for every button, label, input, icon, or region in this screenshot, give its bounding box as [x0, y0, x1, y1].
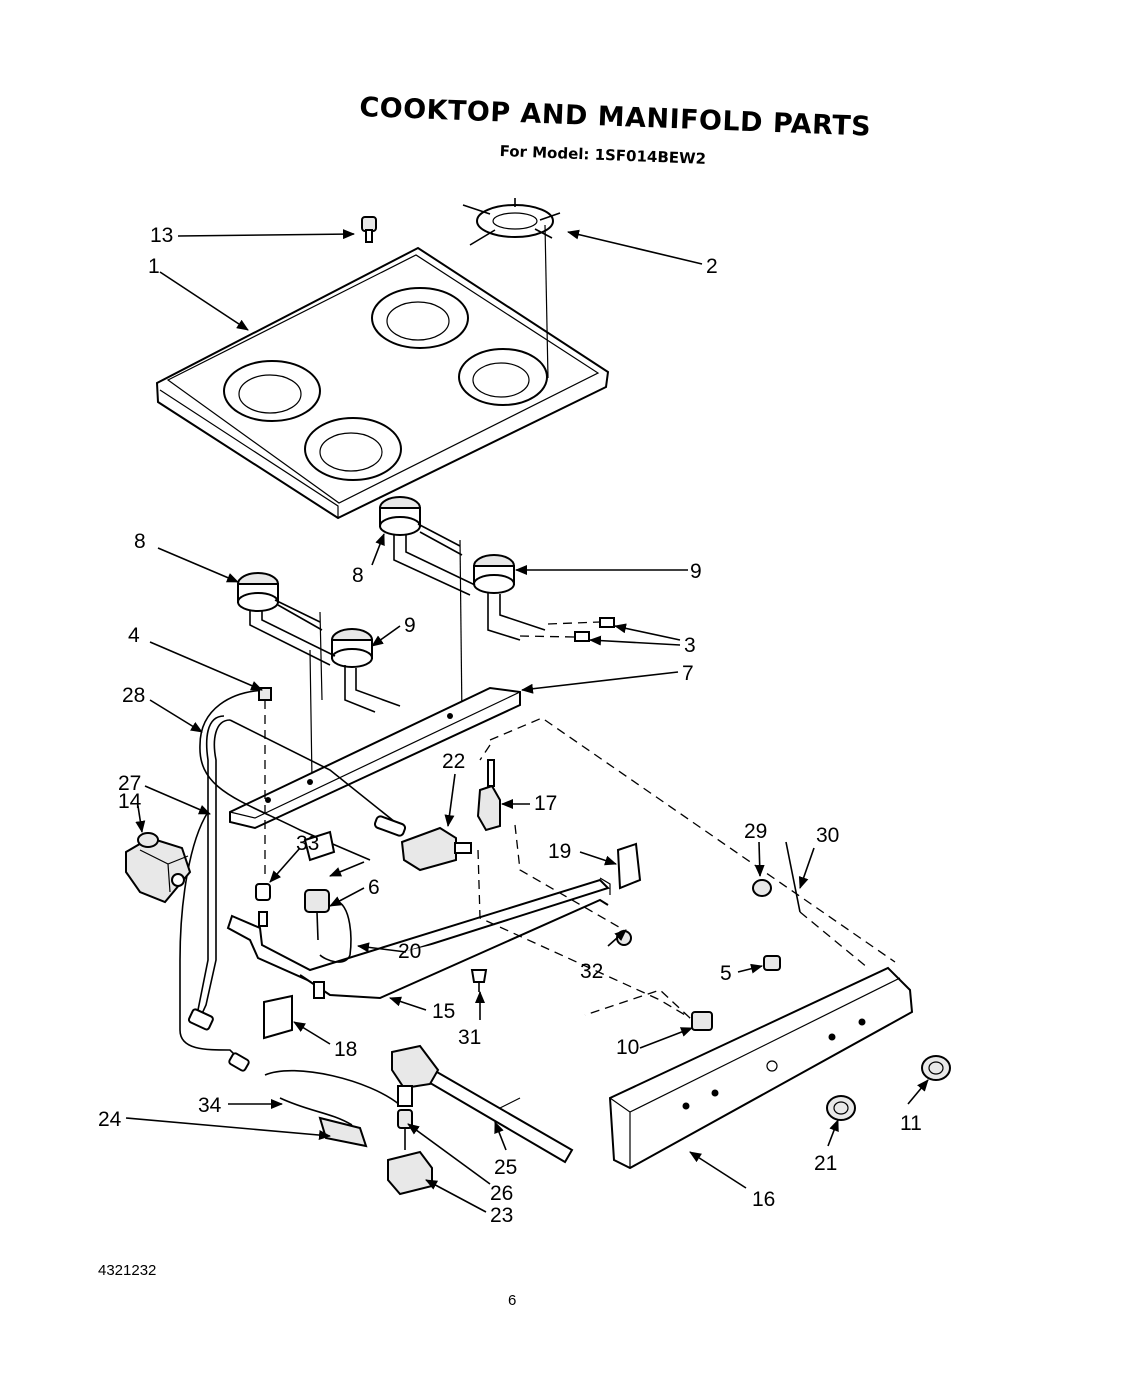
callout-32: 33: [296, 832, 319, 855]
callout-27: 28: [122, 684, 145, 707]
burner-assembly-right: [379, 496, 546, 721]
callout-1: 1: [148, 255, 160, 278]
callout-11: 11: [900, 1112, 922, 1135]
callout-3: 3: [684, 634, 696, 657]
callout-22: 23: [490, 1204, 513, 1227]
oven-manifold-elbow: [391, 1044, 440, 1107]
burner-opening-back: [371, 287, 469, 349]
gas-tubing: [179, 689, 401, 1106]
callout-29: 30: [816, 824, 839, 847]
burner-opening-left: [223, 360, 321, 422]
safety-valve-22: [387, 1150, 433, 1196]
callout-23: 24: [98, 1108, 122, 1131]
mount-bracket-17: [263, 994, 293, 1040]
callout-20: 21: [814, 1152, 837, 1175]
oven-burner-tube-24: [423, 1066, 574, 1164]
callout-13: 14: [118, 790, 142, 813]
cooktop-panel: [155, 246, 610, 520]
spark-switch: [476, 759, 501, 832]
callout-2: 2: [706, 255, 718, 278]
igniter-23: [318, 1116, 368, 1148]
callout-18: 19: [548, 840, 571, 863]
burner-assembly-left: [237, 572, 401, 781]
callout-9-right: 9: [690, 560, 702, 583]
callout-21: 22: [442, 750, 465, 773]
callout-6: 6: [368, 876, 380, 899]
control-knob-11: [921, 1055, 951, 1081]
cooktop-bumper: [361, 216, 377, 243]
orifice-hoods: [519, 617, 615, 642]
valve-bracket-34: [303, 830, 336, 862]
burner-opening-right: [458, 348, 548, 406]
callout-30: 31: [458, 1026, 481, 1049]
callout-10: 10: [616, 1036, 639, 1059]
callout-leaders: [125, 229, 929, 1213]
control-knob-20: [826, 1095, 856, 1121]
rod-29: [785, 841, 801, 913]
callout-7: 7: [682, 662, 694, 685]
igniter-lead-19: [319, 899, 352, 963]
callout-4: 4: [128, 624, 140, 647]
burner-opening-front: [304, 417, 402, 481]
gas-valve: [373, 815, 472, 872]
control-panel: [608, 966, 914, 1170]
igniter-6: [304, 889, 330, 941]
callout-25: 26: [490, 1182, 513, 1205]
callout-14: 15: [432, 1000, 455, 1023]
callout-31: 32: [580, 960, 603, 983]
burner-support-bracket: [229, 686, 521, 830]
bracket-10: [691, 1011, 713, 1031]
manifold-clip-18: [616, 842, 642, 890]
pressure-regulator: [125, 832, 192, 904]
knob-28: [752, 879, 772, 897]
callout-26: 27: [118, 772, 141, 795]
clip-5: [763, 955, 781, 971]
callout-12: 13: [150, 224, 173, 247]
screw-30: [470, 969, 488, 992]
callout-labels: 13 1 2 3 4 5 6 7 8 8 9 9 10 11 14 15 16 …: [98, 224, 922, 1227]
spacer-32: [255, 687, 272, 927]
callout-17: 18: [334, 1038, 357, 1061]
callout-19: 20: [398, 940, 421, 963]
callout-9-left: 9: [404, 614, 416, 637]
callout-33: 34: [198, 1094, 222, 1117]
document-number: 4321232: [98, 1262, 157, 1279]
callout-28: 29: [744, 820, 767, 843]
callout-15: 16: [752, 1188, 775, 1211]
callout-16: 17: [534, 792, 557, 815]
burner-grate: [462, 198, 561, 379]
callout-8-right: 8: [352, 564, 364, 587]
safety-valve-25: [397, 1109, 413, 1150]
callout-8-left: 8: [134, 530, 146, 553]
page-number: 6: [508, 1292, 517, 1309]
thermocouple-33: [279, 1097, 353, 1126]
manifold-pipe: [226, 877, 611, 1000]
callout-5: 5: [720, 962, 732, 985]
callout-24: 25: [494, 1156, 517, 1179]
screw-31: [616, 930, 632, 946]
